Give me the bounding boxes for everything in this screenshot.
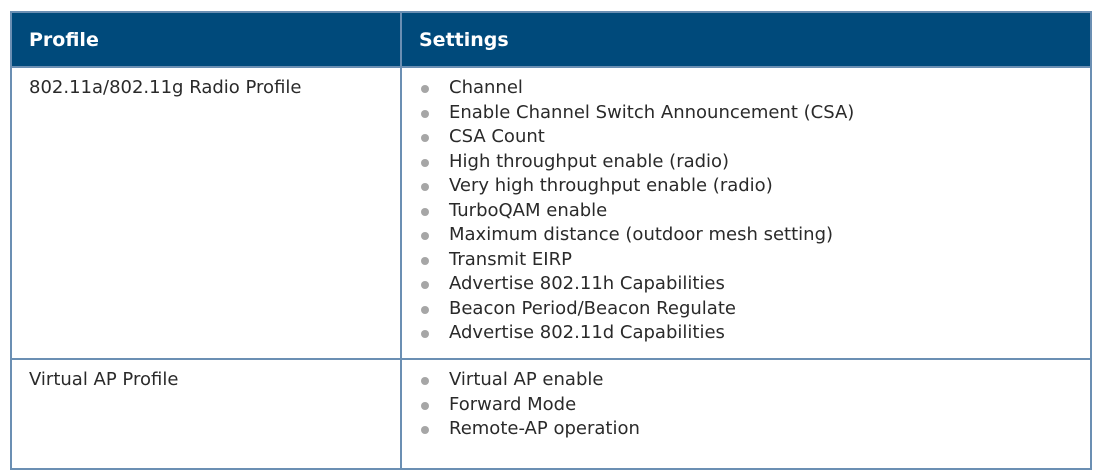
bullet-icon [421,207,429,216]
settings-cell: Channel Enable Channel Switch Announceme… [400,66,1092,360]
bullet-icon [421,183,429,191]
bullet-icon [421,158,429,167]
bullet-icon [421,134,429,142]
bullet-icon [421,330,429,338]
bullet-icon [421,256,429,265]
setting-label: Enable Channel Switch Announcement (CSA) [449,101,855,123]
list-item: Advertise 802.11d Capabilities [419,321,1090,346]
setting-label: Beacon Period/Beacon Regulate [449,297,736,319]
setting-label: Advertise 802.11h Capabilities [449,273,725,294]
column-header-profile: Profile [10,11,402,68]
table-header-row: Profile Settings [10,11,1092,68]
list-item: Beacon Period/Beacon Regulate [419,297,1090,322]
list-item: Maximum distance (outdoor mesh setting) [419,223,1090,248]
profile-cell: Virtual AP Profile [10,358,402,470]
list-item: Channel [419,76,1090,101]
list-item: Enable Channel Switch Announcement (CSA) [419,101,1090,126]
setting-label: High throughput enable (radio) [449,150,730,172]
settings-list: Virtual AP enable Forward Mode Remote-AP… [419,368,1090,442]
list-item: High throughput enable (radio) [419,150,1090,175]
setting-label: Remote-AP operation [449,418,640,439]
setting-label: Advertise 802.11d Capabilities [449,322,725,343]
setting-label: Forward Mode [449,393,577,415]
list-item: CSA Count [419,125,1090,150]
list-item: Advertise 802.11h Capabilities [419,272,1090,297]
list-item: TurboQAM enable [419,199,1090,224]
table-row: 802.11a/802.11g Radio Profile Channel En… [10,66,1092,360]
bullet-icon [421,305,429,314]
setting-label: Virtual AP enable [449,369,604,390]
bullet-icon [421,85,429,93]
setting-label: Very high throughput enable (radio) [449,175,773,196]
list-item: Forward Mode [419,393,1090,418]
setting-label: TurboQAM enable [449,199,608,221]
bullet-icon [421,401,429,410]
profile-name: Virtual AP Profile [29,369,179,390]
bullet-icon [421,281,429,289]
table-row: Virtual AP Profile Virtual AP enable For… [10,358,1092,470]
setting-label: CSA Count [449,126,545,147]
profile-cell: 802.11a/802.11g Radio Profile [10,66,402,360]
bullet-icon [421,109,429,118]
list-item: Transmit EIRP [419,248,1090,273]
profile-settings-table-wrapper: Profile Settings 802.11a/802.11g Radio P… [10,11,1092,471]
list-item: Very high throughput enable (radio) [419,174,1090,199]
setting-label: Maximum distance (outdoor mesh setting) [449,224,834,245]
settings-list: Channel Enable Channel Switch Announceme… [419,76,1090,346]
setting-label: Transmit EIRP [449,248,572,270]
bullet-icon [421,377,429,385]
setting-label: Channel [449,77,523,98]
list-item: Virtual AP enable [419,368,1090,393]
bullet-icon [421,232,429,240]
bullet-icon [421,426,429,434]
list-item: Remote-AP operation [419,417,1090,442]
settings-cell: Virtual AP enable Forward Mode Remote-AP… [400,358,1092,470]
profile-settings-table: Profile Settings 802.11a/802.11g Radio P… [10,11,1092,470]
profile-name: 802.11a/802.11g Radio Profile [29,77,302,98]
column-header-settings: Settings [400,11,1092,68]
